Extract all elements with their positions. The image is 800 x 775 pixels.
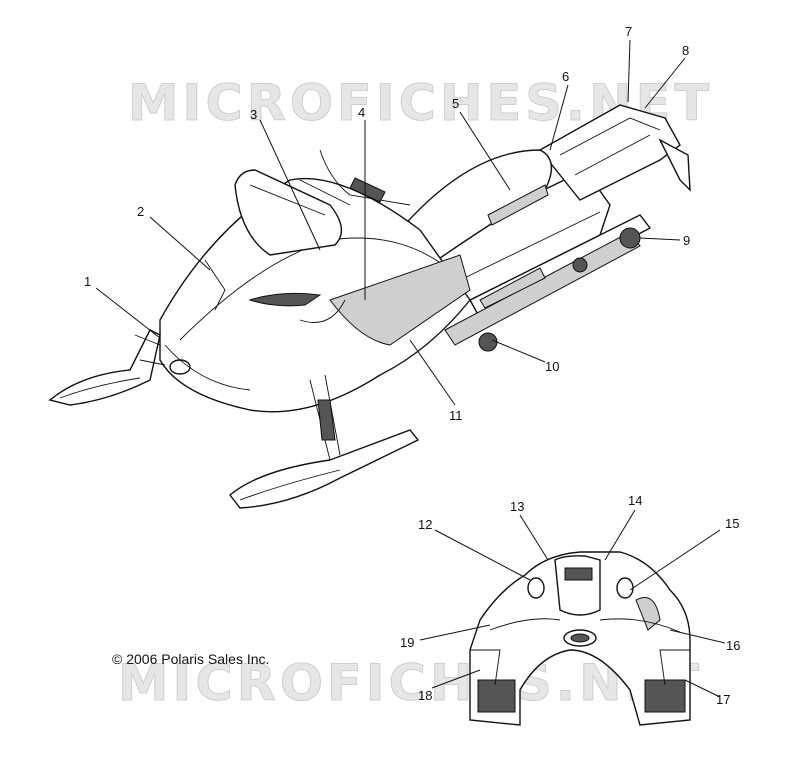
idler-wheel-front [478,332,498,352]
callout-11: 11 [449,408,463,423]
hood-front-view [469,551,691,726]
callout-2: 2 [137,204,144,219]
callout-1: 1 [84,274,91,289]
leader-lines [95,39,726,698]
callout-17: 17 [716,692,730,707]
callout-8: 8 [682,43,689,58]
callout-3: 3 [250,107,257,122]
callout-12: 12 [418,517,432,532]
callout-14: 14 [628,493,642,508]
callout-7: 7 [625,24,632,39]
idler-wheel-rear [619,227,641,249]
callout-19: 19 [400,635,414,650]
callout-9: 9 [683,233,690,248]
watermark-top: MICROFICHES.NET [128,74,713,132]
callout-6: 6 [562,69,569,84]
callout-18: 18 [418,688,432,703]
idler-wheel-mid [572,257,588,273]
snowmobile-drawing [48,104,691,509]
callouts: 1 2 3 4 5 6 7 8 9 10 11 12 13 14 15 16 1… [84,24,740,707]
callout-10: 10 [545,359,559,374]
callout-4: 4 [358,105,365,120]
copyright-text: © 2006 Polaris Sales Inc. [112,651,269,667]
callout-13: 13 [510,499,524,514]
callout-15: 15 [725,516,739,531]
callout-5: 5 [452,96,459,111]
callout-16: 16 [726,638,740,653]
watermark-bottom: MICROFICHES.NET [118,654,703,712]
